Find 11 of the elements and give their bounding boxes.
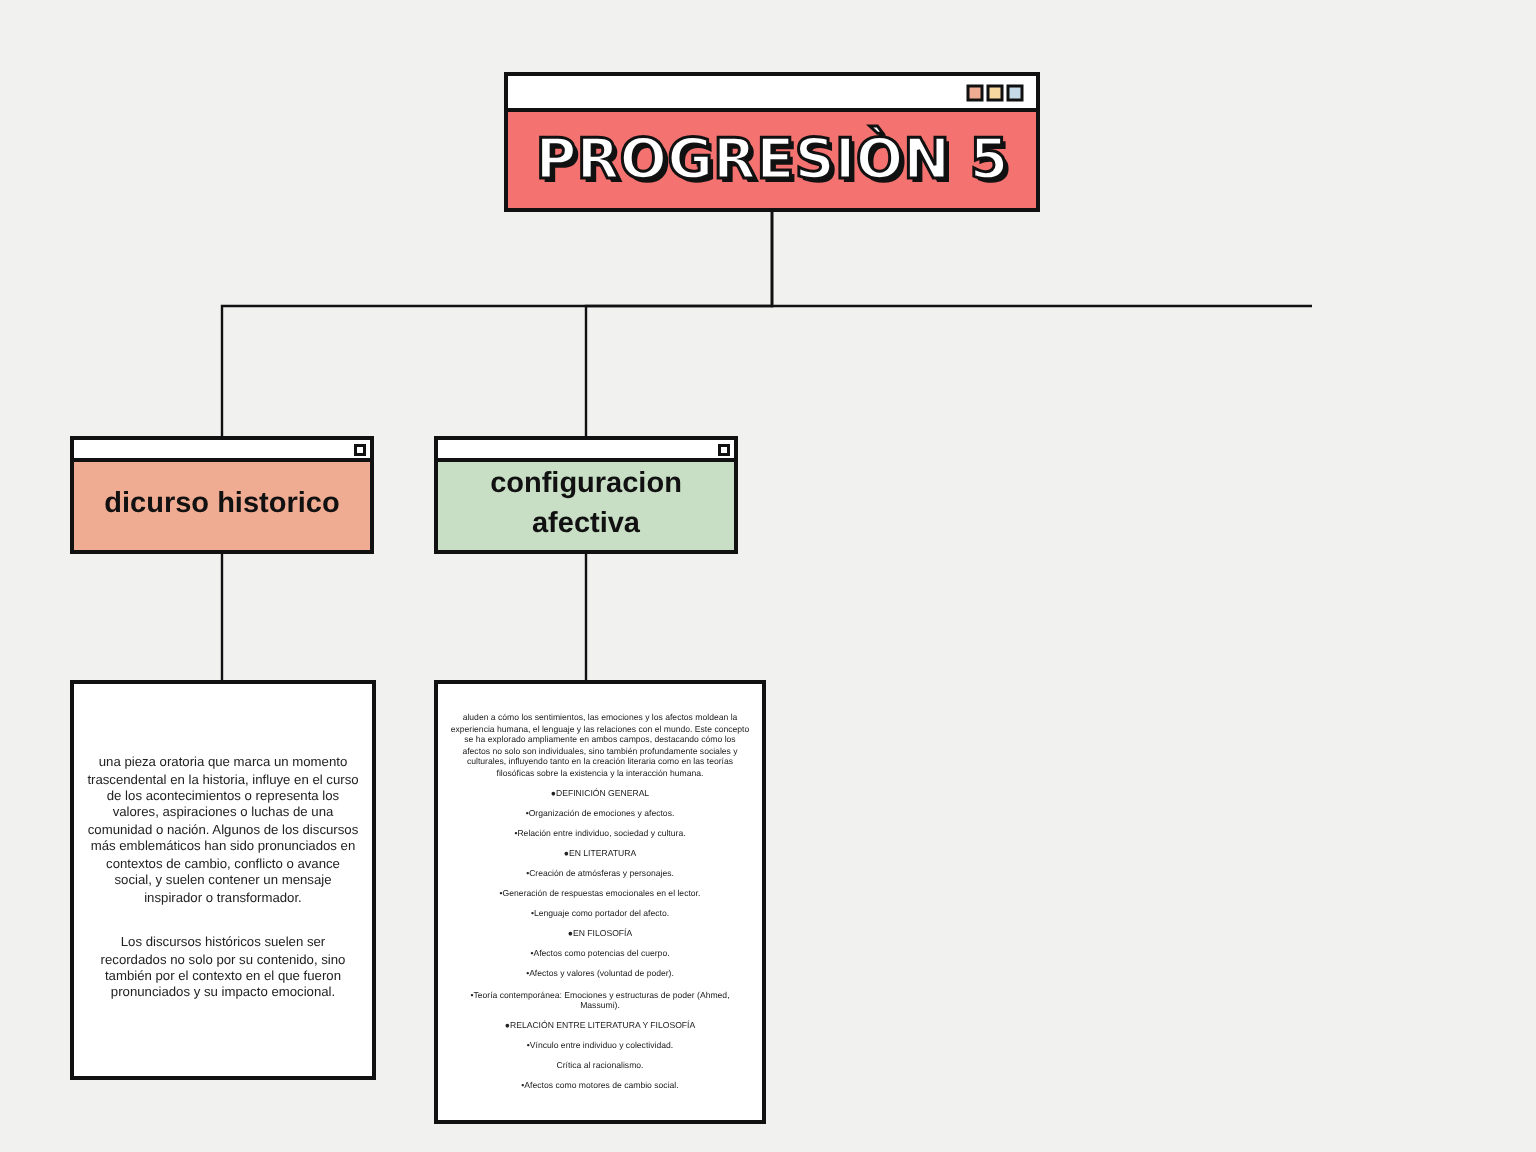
connector-line [584, 554, 588, 680]
title-text: PROGRESIÒN 5 [533, 124, 1011, 197]
topic-label: dicurso historico [102, 486, 342, 525]
topic-card [434, 436, 738, 554]
text-card [434, 680, 766, 1124]
connector-line [220, 554, 224, 680]
connector-line [770, 212, 1312, 308]
title-card [504, 72, 1040, 212]
topic-label: configuracion afectiva [488, 466, 684, 544]
text-card [70, 680, 376, 1080]
topic-card [70, 436, 374, 554]
